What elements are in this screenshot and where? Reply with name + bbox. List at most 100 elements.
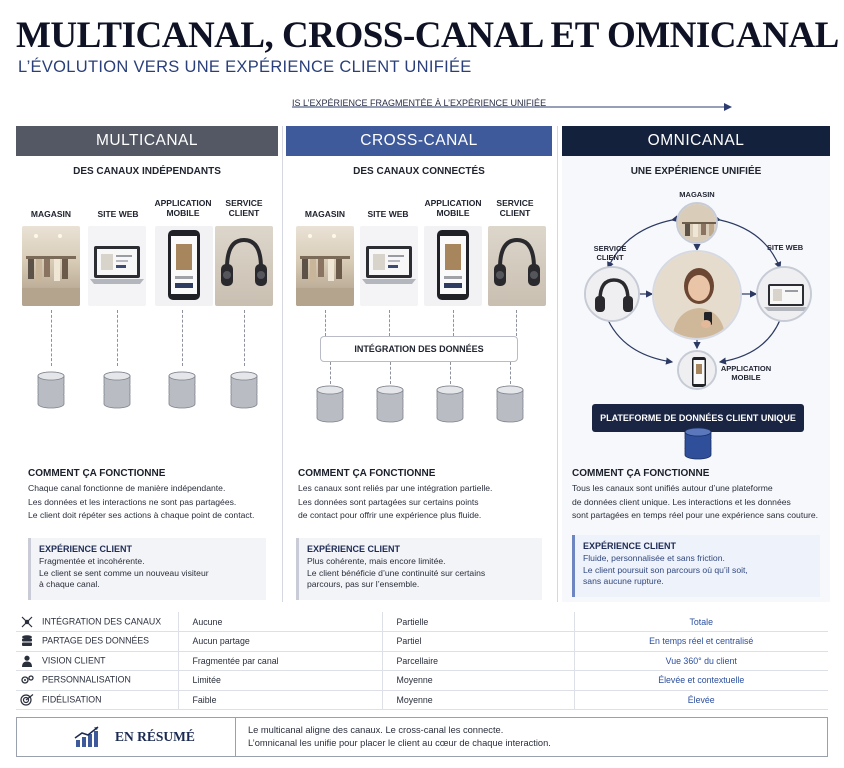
store-image [296,226,354,306]
database-icon [168,371,196,409]
connector-line [450,362,451,384]
summary-title: EN RÉSUMÉ [115,729,195,744]
how-title-multicanal: COMMENT ÇA FONCTIONNE [28,468,166,479]
channel-label-store: MAGASIN [30,209,72,219]
experience-box-crosscanal: EXPÉRIENCE CLIENT Plus cohérente, mais e… [296,538,542,600]
criterion-cell: PARTAGE DES DONNÉES [16,631,178,652]
store-image [22,226,80,306]
database-icon [22,635,32,647]
crosscanal-subtitle: DES CANAUX CONNECTÉS [353,166,485,177]
database-icon [436,385,464,423]
criterion-label: PARTAGE DES DONNÉES [42,635,150,646]
how-title-crosscanal: COMMENT ÇA FONCTIONNE [298,468,436,479]
summary-line: Le multicanal aligne des canaux. Le cros… [248,725,504,735]
crosscanal-header: CROSS-CANAL [286,126,552,156]
phone-node-image [677,350,717,390]
evolution-arrow-icon [292,103,732,111]
experience-line: parcours, pas sur l’ensemble. [307,579,420,589]
phone-image [155,226,213,306]
multicanal-header: MULTICANAL [16,126,278,156]
experience-line: Le client poursuit son parcours où qu’il… [583,564,748,575]
experience-box-omnicanal: EXPÉRIENCE CLIENT Fluide, personnalisée … [572,535,820,597]
crosscanal-cell: Parcellaire [381,651,574,671]
channel-label-service: SERVICE CLIENT [496,198,534,218]
connector-line [51,310,52,366]
how-line: Les données sont partagées sur certains … [298,496,479,507]
connector-line [244,310,245,366]
how-line: de données client unique. Les interactio… [572,496,791,507]
channel-label-store: MAGASIN [304,209,346,219]
criterion-cell: PERSONNALISATION [16,670,178,691]
how-line: sont partagées en temps réel pour une ex… [572,510,819,520]
connector-line [453,310,454,336]
experience-title: EXPÉRIENCE CLIENT [39,544,133,554]
connector-line [510,362,511,384]
table-row: PERSONNALISATION Limitée Moyenne Élevée … [16,670,828,691]
criterion-cell: INTÉGRATION DES CANAUX [16,612,178,632]
page-subtitle: L’ÉVOLUTION VERS UNE EXPÉRIENCE CLIENT U… [18,58,472,76]
multicanal-cell: Limitée [177,670,382,691]
crosscanal-cell: Moyenne [381,690,574,710]
laptop-image [88,226,146,306]
omnichannel-connections [602,215,786,365]
crosscanal-column: CROSS-CANAL DES CANAUX CONNECTÉS [286,126,552,602]
experience-line: Fluide, personnalisée et sans friction. [583,553,725,563]
experience-line: à chaque canal. [39,579,100,589]
omnicanal-cell: Élevée et contextuelle [573,670,828,691]
database-icon [37,371,65,409]
channel-label-web: SITE WEB [97,209,139,219]
store-node-image [676,202,718,244]
experience-line: sans aucune rupture. [583,576,664,586]
table-row: FIDÉLISATION Faible Moyenne Élevée [16,690,828,710]
connector-line [330,362,331,384]
multicanal-subtitle: DES CANAUX INDÉPENDANTS [73,166,221,177]
table-row: PARTAGE DES DONNÉES Aucun partage Partie… [16,631,828,652]
multicanal-cell: Fragmentée par canal [177,651,382,671]
channel-label-app: APPLICATION MOBILE [154,198,212,218]
page-title: MULTICANAL, CROSS-CANAL ET OMNICANAL [16,15,839,56]
customer-photo [652,250,742,340]
node-label-web: SITE WEB [766,243,804,252]
node-label-store: MAGASIN [679,190,715,199]
omnicanal-cell: Élevée [573,690,828,710]
how-text-crosscanal: Les canaux sont reliés par une intégrati… [298,482,492,523]
how-text-omnicanal: Tous les canaux sont unifiés autour d’un… [572,482,818,523]
criterion-cell: FIDÉLISATION [16,690,178,710]
connector-line [390,362,391,384]
headset-image [488,226,546,306]
multicanal-cell: Aucune [177,612,382,632]
how-line: Tous les canaux sont unifiés autour d’un… [572,483,773,493]
multicanal-cell: Aucun partage [177,631,382,652]
connector-line [117,310,118,366]
criterion-label: PERSONNALISATION [42,674,131,685]
multicanal-column: MULTICANAL DES CANAUX INDÉPENDANTS [16,126,278,602]
experience-box-multicanal: EXPÉRIENCE CLIENT Fragmentée et incohére… [28,538,266,600]
platform-box: PLATEFORME DE DONNÉES CLIENT UNIQUE [592,404,804,432]
experience-line: Plus cohérente, mais encore limitée. [307,556,446,566]
database-icon [103,371,131,409]
target-icon [20,693,34,706]
crosscanal-cell: Partiel [381,631,574,652]
how-line: Chaque canal fonctionne de manière indép… [28,483,226,493]
criterion-label: INTÉGRATION DES CANAUX [42,615,162,626]
headset-node-image [584,266,640,322]
growth-chart-icon [74,726,99,747]
experience-line: Fragmentée et incohérente. [39,556,145,566]
summary-box: EN RÉSUMÉ Le multicanal aligne des canau… [16,717,828,757]
how-line: Le client doit répéter ses actions à cha… [28,510,255,520]
omnicanal-subtitle: UNE EXPÉRIENCE UNIFIÉE [630,166,762,177]
database-icon [496,385,524,423]
gears-icon [21,675,34,684]
omnicanal-cell: En temps réel et centralisé [573,631,828,652]
how-line: de contact pour offrir une expérience pl… [298,510,482,520]
column-divider [557,126,558,602]
laptop-node-image [756,266,812,322]
omnicanal-cell: Totale [573,612,828,632]
omnicanal-cell: Vue 360° du client [573,651,828,671]
comparison-table: INTÉGRATION DES CANAUX Aucune Partielle … [16,612,828,710]
laptop-image [360,226,418,306]
user-icon [22,655,32,667]
connector-line [182,310,183,366]
connector-line [325,310,326,336]
database-icon [230,371,258,409]
